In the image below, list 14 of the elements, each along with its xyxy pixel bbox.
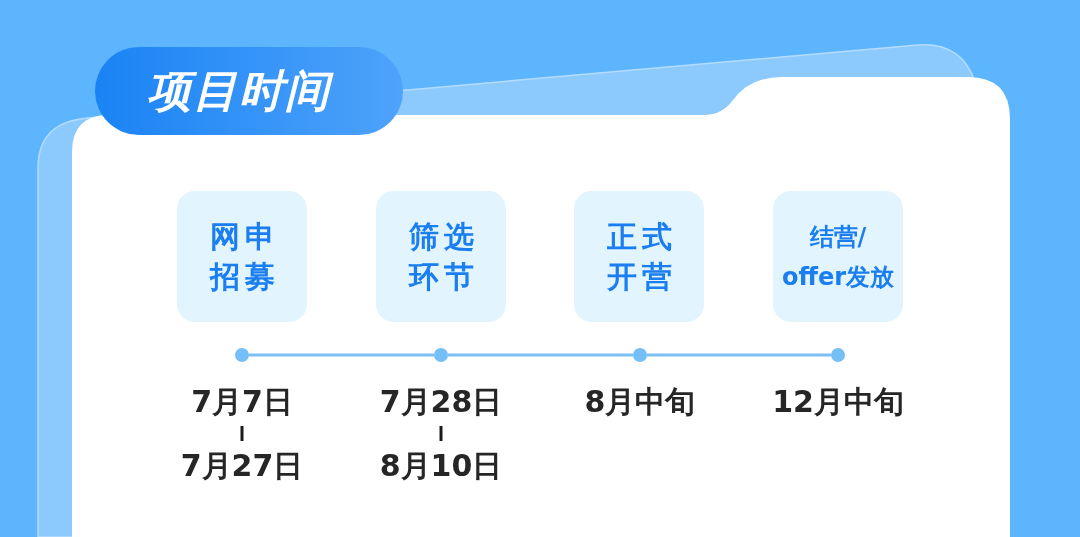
date-label: 7月7日 — [191, 384, 293, 420]
timeline-line — [448, 353, 633, 357]
stage-box: 网申招募 — [177, 191, 307, 322]
date-label: 7月27日 — [180, 448, 304, 484]
stage-box: 正式开营 — [574, 191, 704, 322]
title-banner: 项目时间 — [95, 47, 403, 135]
date-label: 8月中旬 — [584, 384, 696, 420]
stage-box: 结营/offer发放 — [773, 191, 903, 322]
timeline-line — [249, 353, 434, 357]
timeline-line — [647, 353, 831, 357]
stage-box: 筛选环节 — [376, 191, 506, 322]
date-label: 12月中旬 — [772, 384, 904, 420]
date-label: 7月28日 — [379, 384, 503, 420]
date-label: 8月10日 — [379, 448, 503, 484]
